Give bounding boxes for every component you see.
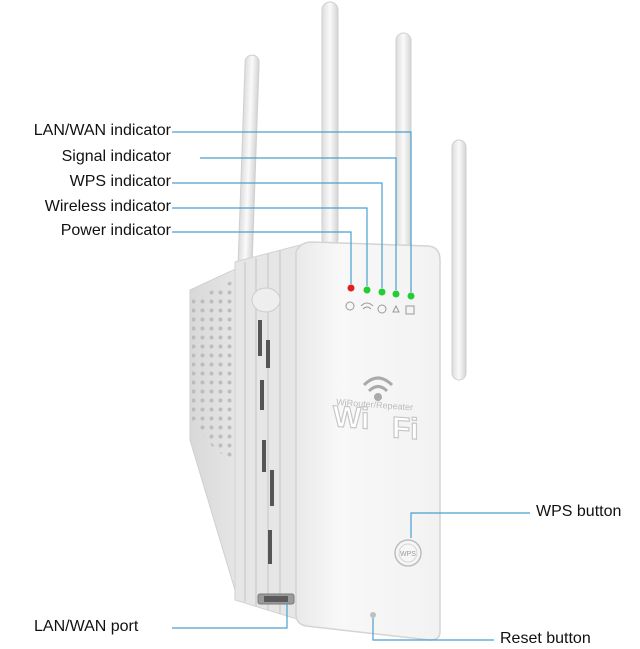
device-side (189, 244, 301, 621)
antenna-front-right (395, 32, 412, 249)
led-row (347, 284, 415, 300)
leader-signal-indicator (200, 157, 397, 290)
label-wireless-indicator: Wireless indicator (44, 198, 171, 215)
leader-wps-indicator (172, 182, 383, 288)
reset-button[interactable] (370, 612, 376, 618)
label-wps-indicator: WPS indicator (69, 173, 171, 190)
leader-wireless-indicator (172, 207, 368, 286)
lan-wan-led (407, 292, 415, 300)
antenna-hinge (251, 287, 281, 313)
wifi-logo: Wi Fi (332, 376, 419, 447)
antenna-front-left (321, 1, 339, 248)
leader-lan-wan-port (172, 603, 288, 629)
svg-text:Wi: Wi (333, 400, 369, 436)
leader-lan-wan-indicator (172, 131, 412, 292)
label-power-indicator: Power indicator (60, 222, 171, 239)
wireless-led (363, 286, 371, 294)
wps-icon (377, 304, 387, 314)
label-lan-wan-port: LAN/WAN port (34, 618, 139, 635)
label-wps-button: WPS button (536, 503, 622, 520)
power-led (347, 284, 355, 292)
leader-lines (172, 131, 530, 641)
leader-reset-button (372, 618, 494, 641)
leader-wps-button (410, 512, 530, 538)
lan-wan-port[interactable] (257, 593, 295, 605)
wps-button[interactable]: WPS (394, 539, 422, 567)
power-icon (345, 301, 355, 311)
led-icons (345, 301, 415, 315)
wifi-icon (360, 302, 374, 310)
signal-icon (392, 304, 400, 313)
label-signal-indicator: Signal indicator (61, 148, 171, 165)
svg-text:Fi: Fi (392, 411, 419, 446)
signal-led (392, 290, 400, 298)
label-reset-button: Reset button (500, 630, 591, 647)
label-lan-wan-indicator: LAN/WAN indicator (33, 122, 171, 139)
antenna-back-right (451, 139, 467, 381)
wps-button-label: WPS (400, 551, 416, 558)
lan-icon (405, 305, 415, 315)
wps-led (378, 288, 386, 296)
leader-power-indicator (172, 231, 352, 284)
